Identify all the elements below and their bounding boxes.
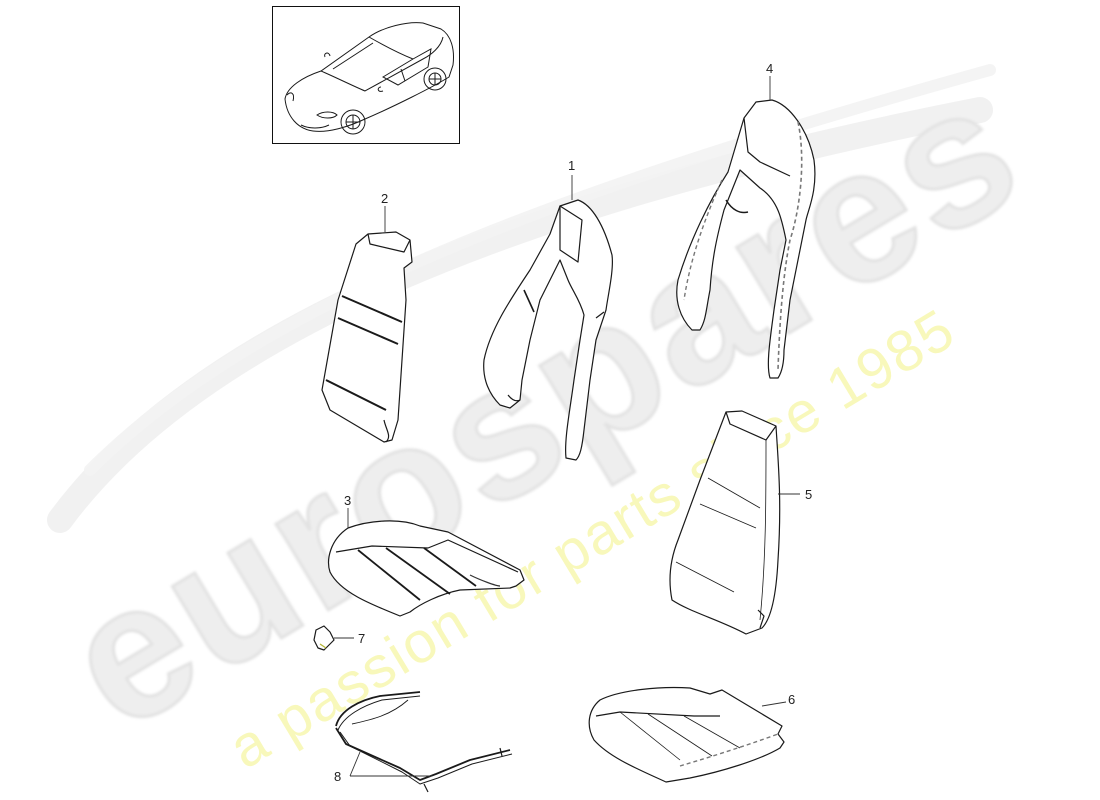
callout-numbers: 1 2 3 4 5 6 7 8 xyxy=(334,61,812,784)
part-3-seat-cushion-foam[interactable] xyxy=(327,520,525,617)
part-4-backrest-cover[interactable] xyxy=(676,99,816,379)
callout-6[interactable]: 6 xyxy=(788,692,795,707)
callout-3[interactable]: 3 xyxy=(344,493,351,508)
callout-7[interactable]: 7 xyxy=(358,631,365,646)
part-8-frame-trim[interactable] xyxy=(335,691,513,793)
callout-4[interactable]: 4 xyxy=(766,61,773,76)
vehicle-thumbnail[interactable] xyxy=(272,6,460,144)
car-sketch-icon xyxy=(284,22,454,135)
part-7-clip[interactable] xyxy=(313,625,335,651)
callout-5[interactable]: 5 xyxy=(805,487,812,502)
leader-lines xyxy=(334,76,800,777)
callout-1[interactable]: 1 xyxy=(568,158,575,173)
part-6-seat-cushion-cover[interactable] xyxy=(588,686,785,783)
part-1-backrest-bolster[interactable] xyxy=(483,199,613,461)
callout-8[interactable]: 8 xyxy=(334,769,341,784)
callout-2[interactable]: 2 xyxy=(381,191,388,206)
part-5-backrest-panel[interactable] xyxy=(669,410,781,635)
part-2-backrest-insert[interactable] xyxy=(321,231,413,443)
